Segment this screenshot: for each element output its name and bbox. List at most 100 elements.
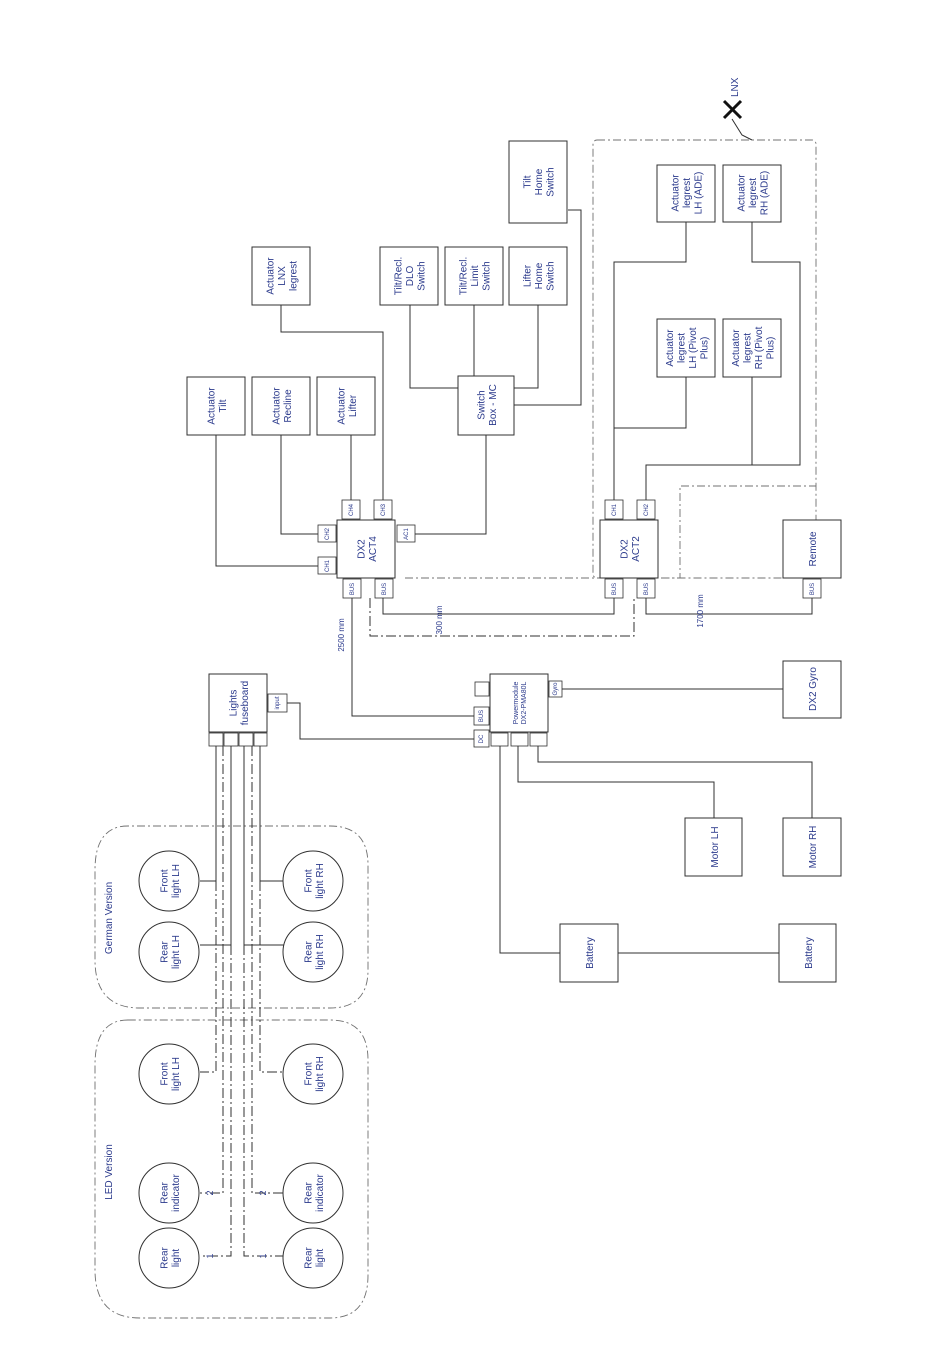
label-line: light LH xyxy=(171,1057,182,1091)
led-front-light-rh: Frontlight RH xyxy=(282,1043,344,1105)
svg-text:TiltHomeSwitch: TiltHomeSwitch xyxy=(523,167,557,196)
svg-text:ActuatorlegrestLH (PivotPlus): ActuatorlegrestLH (PivotPlus) xyxy=(665,327,711,368)
wire-tilthome-switchbox xyxy=(514,209,582,406)
lights-port-input: input xyxy=(267,693,288,713)
battery-1-box: Battery xyxy=(559,923,619,983)
label-line: Rear xyxy=(159,1246,170,1268)
act4-port-ch3: CH3 xyxy=(373,499,393,520)
wire-battery-1 xyxy=(499,746,560,954)
wire-ac1-switchbox xyxy=(415,435,487,535)
svg-text:CH3: CH3 xyxy=(381,503,387,516)
powermodule-port-battery xyxy=(490,732,509,747)
label-line: Rear xyxy=(303,1246,314,1268)
label-line: Front xyxy=(303,1062,314,1086)
lnx-marker-leader xyxy=(731,118,753,141)
powermodule-port-bus: BUS xyxy=(473,706,490,726)
label-line: light xyxy=(315,1249,326,1268)
label-line: indicator xyxy=(171,1173,182,1211)
svg-text:Rearlight: Rearlight xyxy=(303,1246,326,1268)
wire-ch2-pivot-rh xyxy=(645,377,753,500)
lnx-option-region xyxy=(592,139,817,579)
svg-text:Rearlight LH: Rearlight LH xyxy=(159,935,182,969)
lights-fuseboard-box: Lightsfuseboard xyxy=(208,673,268,733)
powermodule-port-gyro: Gyro xyxy=(548,680,563,698)
label-line: Limit xyxy=(470,265,481,286)
wire-ch1-ade-lh xyxy=(613,222,687,428)
wire-lights-input xyxy=(287,702,474,740)
svg-text:Rearlight RH: Rearlight RH xyxy=(303,934,326,970)
label-line: DX2 Gyro xyxy=(808,667,819,711)
wire-front-rh-g xyxy=(259,746,284,882)
german-rear-light-lh: Rearlight LH xyxy=(138,921,200,983)
svg-text:BUS: BUS xyxy=(479,710,485,722)
label-line: Recline xyxy=(283,389,294,423)
svg-text:Remote: Remote xyxy=(808,531,819,566)
label-line: DX2 xyxy=(619,539,630,559)
wire-rear-ind-lh-led xyxy=(200,746,224,1194)
act4-port-bus-2: BUS xyxy=(374,578,394,599)
wire-front-lh-g xyxy=(200,746,217,882)
wire-bus-act4-powermodule xyxy=(351,598,474,717)
actuator-recline-box: ActuatorRecline xyxy=(251,376,311,436)
label-line: Rear xyxy=(303,1181,314,1203)
label-line: legrest xyxy=(742,333,753,363)
actuator-legrest-rh-pivot-box: ActuatorlegrestRH (PivotPlus) xyxy=(722,318,782,378)
svg-text:Gyro: Gyro xyxy=(553,682,559,696)
svg-text:BUS: BUS xyxy=(350,583,356,595)
motor-rh-box: Motor RH xyxy=(782,817,842,877)
led-version-region xyxy=(94,1019,369,1319)
wire-recline-ch2 xyxy=(280,435,318,535)
wire-lifterhome-switchbox xyxy=(514,305,539,389)
fuseboard-output-3 xyxy=(238,732,254,747)
act4-port-ch1: CH1 xyxy=(317,556,337,575)
remote-port-bus: BUS xyxy=(802,578,822,599)
label-line: LNX xyxy=(277,266,288,286)
label-line: Actuator xyxy=(731,329,742,367)
powermodule-port-aux xyxy=(474,681,490,697)
label-line: Battery xyxy=(804,937,815,969)
label-line: legrest xyxy=(748,178,759,208)
label-line: Tilt/Recl. xyxy=(394,257,405,296)
label-line: Actuator xyxy=(671,174,682,212)
svg-text:DX2 Gyro: DX2 Gyro xyxy=(808,667,819,711)
label-line: Rear xyxy=(159,940,170,962)
label-line: Battery xyxy=(585,937,596,969)
svg-text:BUS: BUS xyxy=(644,583,650,595)
german-front-light-lh: Frontlight LH xyxy=(138,850,200,912)
motor-lh-box: Motor LH xyxy=(684,817,743,877)
actuator-lifter-box: ActuatorLifter xyxy=(316,376,376,436)
led-version-title: LED Version xyxy=(104,1144,115,1200)
svg-text:BUS: BUS xyxy=(810,583,816,595)
german-front-light-rh: Frontlight RH xyxy=(282,850,344,912)
powermodule-port-motor-lh xyxy=(510,732,529,747)
act2-port-ch1: CH1 xyxy=(604,499,624,520)
pin-label: 1 xyxy=(205,1253,215,1258)
label-line: Switch xyxy=(476,390,487,419)
act2-port-ch2: CH2 xyxy=(636,499,656,520)
svg-text:AC1: AC1 xyxy=(404,528,410,540)
svg-text:Rearlight: Rearlight xyxy=(159,1246,182,1268)
svg-text:Tilt/Recl.LimitSwitch: Tilt/Recl.LimitSwitch xyxy=(459,257,493,296)
actuator-lnx-legrest-box: ActuatorLNXlegrest xyxy=(251,246,311,306)
label-line: LH (Pivot xyxy=(688,327,699,368)
label-line: DX2-PMA80L xyxy=(521,681,528,724)
actuator-tilt-box: ActuatorTilt xyxy=(186,376,246,436)
wire-lnx-legrest-ch3 xyxy=(280,305,384,500)
label-line: Actuator xyxy=(737,174,748,212)
svg-text:Motor LH: Motor LH xyxy=(710,826,721,867)
label-line: light LH xyxy=(171,935,182,969)
label-line: Tilt/Recl. xyxy=(459,257,470,296)
svg-text:BUS: BUS xyxy=(612,583,618,595)
svg-text:Frontlight LH: Frontlight LH xyxy=(159,1057,182,1091)
svg-text:Battery: Battery xyxy=(585,937,596,969)
wire-motor-rh xyxy=(537,746,813,818)
svg-text:ActuatorLifter: ActuatorLifter xyxy=(336,387,359,425)
act4-port-bus-1: BUS xyxy=(342,578,362,599)
label-line: Front xyxy=(159,869,170,893)
label-line: Switch xyxy=(417,261,428,290)
label-line: Home xyxy=(534,262,545,289)
svg-text:DC: DC xyxy=(479,734,485,743)
wire-dlo-switchbox xyxy=(409,305,458,389)
lnx-marker-label: LNX xyxy=(730,77,741,97)
